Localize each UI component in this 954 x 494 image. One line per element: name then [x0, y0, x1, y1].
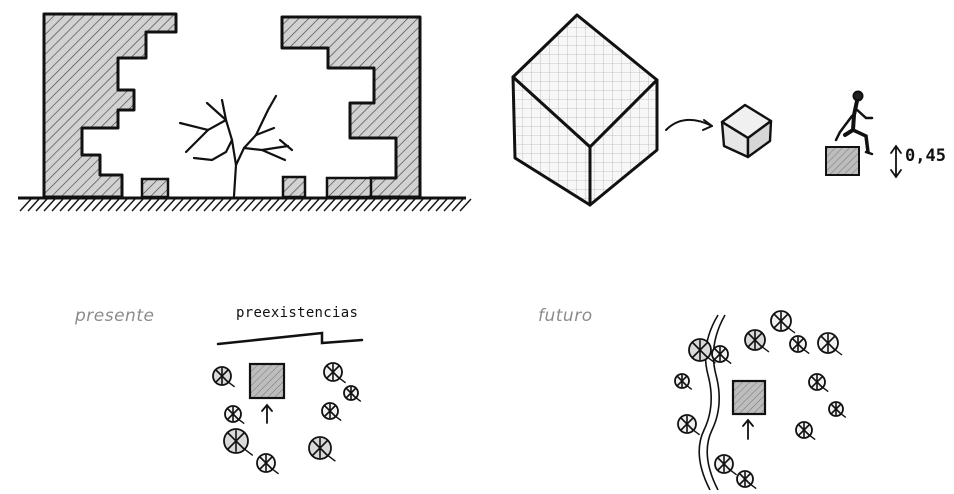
tree-symbol-icon: [736, 470, 757, 490]
tree-symbol-icon: [817, 332, 843, 356]
futuro-plan: [674, 310, 847, 491]
tree-symbol-icon: [711, 345, 732, 365]
seated-person-icon: [834, 90, 874, 156]
transform-arrow: [665, 119, 713, 131]
tree-symbol-icon: [795, 421, 816, 441]
ground-hatching: [19, 198, 472, 212]
tree-symbol-icon: [770, 310, 796, 334]
tree-symbol-icon: [744, 329, 770, 353]
preexistencias-boundary: [216, 331, 364, 346]
tree-symbol-icon: [321, 402, 342, 422]
left-building: [42, 12, 178, 199]
ground-block-2: [281, 175, 307, 199]
tree-symbol-icon: [677, 414, 701, 436]
path-line-2: [706, 314, 726, 491]
tree-symbol-icon: [323, 362, 347, 384]
tree-symbol-icon: [688, 338, 716, 364]
cube-sketch: [511, 13, 902, 207]
presente-plan: [212, 331, 364, 475]
tree-symbol-icon: [308, 436, 336, 462]
tree-symbol-icon: [212, 366, 236, 388]
tree-symbol-icon: [343, 385, 362, 402]
seat-box: [825, 146, 860, 176]
height-value-label: 0,45: [905, 146, 946, 166]
right-building: [280, 15, 422, 199]
ground-block-1: [140, 177, 170, 199]
tree-symbol-icon: [789, 335, 810, 355]
tree-symbol-icon: [714, 454, 738, 476]
futuro-square: [731, 379, 767, 416]
tree-symbol-icon: [674, 373, 693, 390]
tree-symbol-icon: [256, 453, 280, 475]
tree-symbol-icon: [223, 428, 254, 456]
cube-right-face: [588, 78, 659, 207]
tree-symbol-icon: [224, 405, 245, 425]
presente-label: presente: [75, 306, 155, 326]
futuro-arrow-icon: [742, 418, 754, 440]
tree-sketch: [178, 94, 294, 198]
tree-symbol-icon: [828, 401, 847, 418]
presente-square: [248, 362, 286, 400]
section-sketch: [18, 12, 472, 212]
small-cube-right: [746, 119, 773, 159]
height-dimension-arrow: [890, 144, 902, 179]
ground-block-3: [325, 176, 373, 199]
presente-arrow-icon: [261, 403, 273, 424]
preexistencias-label: preexistencias: [236, 305, 359, 321]
futuro-label: futuro: [538, 306, 593, 326]
tree-symbol-icon: [808, 373, 829, 393]
